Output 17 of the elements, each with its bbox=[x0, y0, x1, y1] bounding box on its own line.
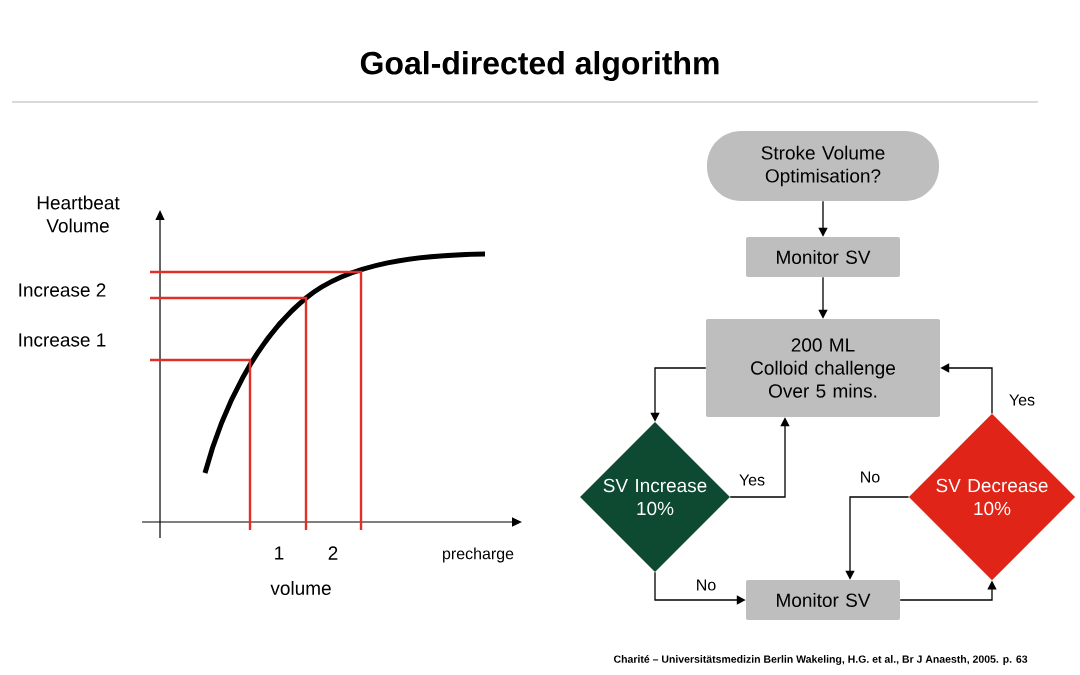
process-box: Monitor SV bbox=[746, 237, 900, 277]
start-terminal: Stroke Volume Optimisation? bbox=[707, 131, 939, 201]
edge-label: Yes bbox=[1007, 393, 1037, 407]
tick-label: 1 bbox=[275, 546, 284, 560]
citation: Charité – Universitätsmedizin Berlin Wakeling, H.G. et al., Br J Anaesth, 2005. p. 63 bbox=[613, 655, 1028, 665]
edge-label: No bbox=[694, 578, 718, 592]
edge-label: No bbox=[858, 470, 882, 484]
axis-label: Increase 1 bbox=[19, 333, 106, 347]
title: Goal-directed algorithm bbox=[360, 51, 719, 81]
axis-label: Heartbeat Volume bbox=[37, 195, 120, 233]
axis-label: volume bbox=[270, 581, 331, 595]
axis-label: precharge bbox=[443, 547, 514, 563]
axis-label: Increase 2 bbox=[19, 283, 106, 297]
process-box: Monitor SV bbox=[746, 580, 900, 620]
tick-label: 2 bbox=[328, 546, 338, 560]
process-box: 200 ML Colloid challenge Over 5 mins. bbox=[706, 319, 940, 417]
edge-label: Yes bbox=[737, 473, 767, 487]
